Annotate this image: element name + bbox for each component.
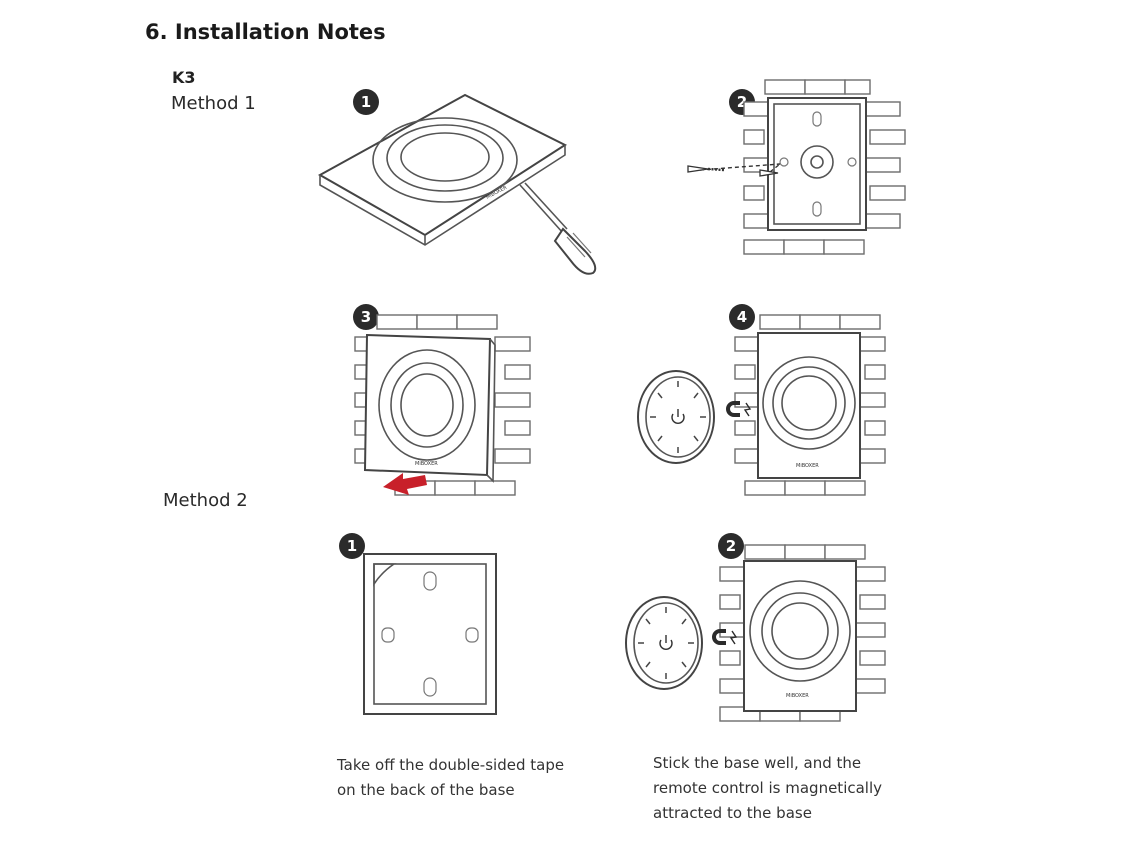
- illustration-magnetic-remote-2: MiBOXER: [625, 544, 886, 722]
- red-arrow-icon: [383, 473, 427, 495]
- caption-line: remote control is magnetically: [653, 779, 883, 797]
- caption-line: attracted to the base: [653, 804, 812, 822]
- step-badge-m1-4: 4: [729, 304, 755, 330]
- illustration-tape-base: [363, 553, 497, 715]
- screwdriver-icon: [519, 182, 597, 275]
- caption-line: Stick the base well, and the: [653, 754, 862, 772]
- illustration-magnetic-remote: MiBOXER: [637, 314, 886, 496]
- brick-wall: [734, 314, 886, 496]
- step-badge-m1-1: 1: [353, 89, 379, 115]
- brand-mark-m2: MiBOXER: [786, 693, 809, 699]
- screw-icon: [687, 165, 725, 173]
- brand-mark-3: MiBOXER: [415, 461, 438, 467]
- illustration-screw-base: [687, 79, 906, 255]
- power-icon: [671, 409, 685, 424]
- remote-control: [625, 596, 703, 690]
- model-label: K3: [172, 68, 196, 87]
- step-badge-m2-1: 1: [339, 533, 365, 559]
- caption-line: on the back of the base: [337, 781, 515, 799]
- brand-mark-4: MiBOXER: [796, 463, 819, 469]
- brick-wall: [719, 544, 886, 722]
- brick-wall: [743, 79, 906, 255]
- illustration-remove-plate: MiBOXER: [317, 93, 597, 275]
- step-badge-m1-3: 3: [353, 304, 379, 330]
- caption-method2-step2: Stick the base well, and the remote cont…: [653, 751, 882, 826]
- section-heading: 6. Installation Notes: [145, 20, 386, 44]
- magnet-icon: [726, 401, 752, 417]
- method-1-label: Method 1: [171, 93, 256, 114]
- method-2-label: Method 2: [163, 490, 248, 511]
- magnet-icon: [712, 629, 738, 645]
- power-icon: [659, 635, 673, 650]
- illustration-attach-plate: MiBOXER: [354, 314, 531, 496]
- remote-control: [637, 370, 715, 464]
- caption-method2-step1: Take off the double-sided tape on the ba…: [337, 753, 564, 803]
- step-badge-m2-2: 2: [718, 533, 744, 559]
- screw-icon: [759, 169, 779, 177]
- caption-line: Take off the double-sided tape: [337, 756, 565, 774]
